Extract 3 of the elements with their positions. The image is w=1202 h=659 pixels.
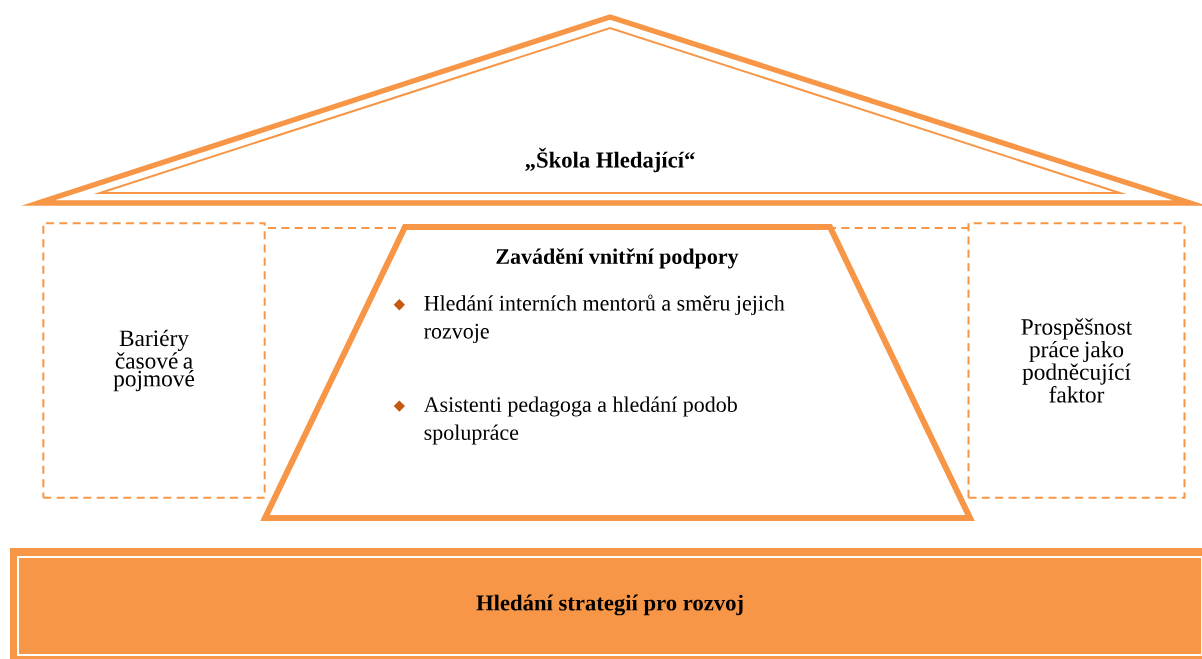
dashed-box: Prospěšnost práce jako podněcující faktor (967, 222, 1186, 499)
dashed-box: Bariéry časové a pojmové (42, 222, 266, 499)
base-bar: Hledání strategií pro rozvoj (10, 548, 1202, 659)
